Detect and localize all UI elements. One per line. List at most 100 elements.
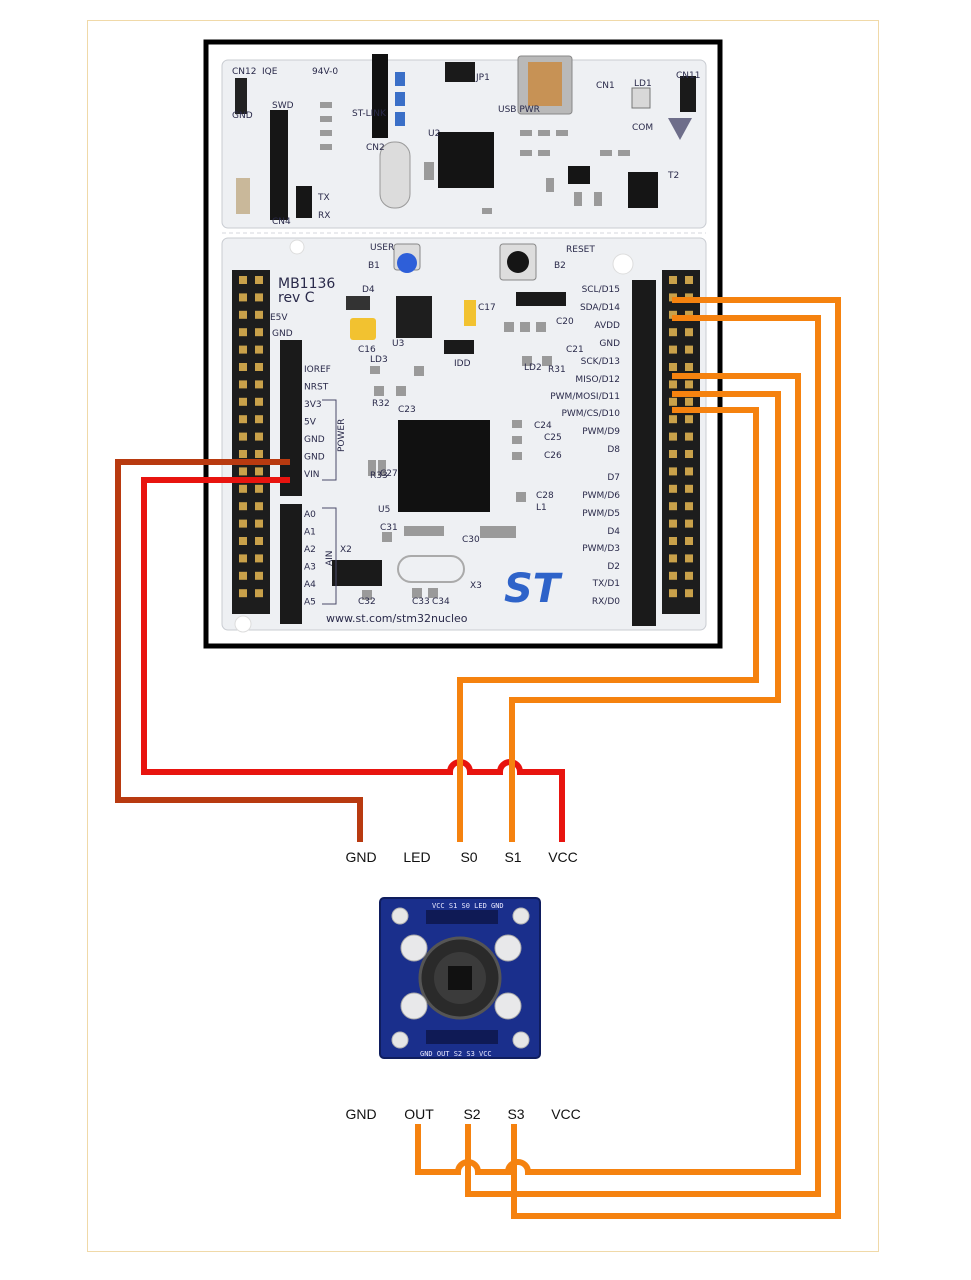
stlink-silk-label: IQE	[262, 67, 278, 77]
stlink-silk-label: 94V-0	[312, 67, 338, 77]
header-pin	[255, 310, 263, 319]
power-pin-label: NRST	[304, 383, 329, 393]
morpho-left-header	[232, 270, 270, 614]
digital-pin-label: D7	[607, 473, 620, 483]
header-pin	[669, 432, 677, 441]
digital-pin-label: PWM/D9	[582, 427, 620, 437]
stlink-silk-label: CN11	[676, 71, 700, 81]
header-pin	[685, 450, 693, 458]
header-pin	[685, 554, 693, 563]
header-pin	[255, 328, 263, 337]
header-pin	[669, 589, 677, 598]
header-pin	[669, 328, 677, 337]
mcu-silk-label: L1	[536, 503, 547, 513]
swd-header	[270, 110, 288, 220]
header-pin	[255, 450, 263, 458]
bottom-pin-vcc: VCC	[551, 1106, 581, 1122]
digital-pin-label: RX/D0	[592, 597, 620, 607]
digital-pin-label: GND	[599, 339, 620, 349]
header-pin	[685, 397, 693, 406]
digital-pin-label: SCK/D13	[581, 357, 620, 367]
mcu-silk-label: C31	[380, 523, 398, 533]
t2-chip	[628, 172, 658, 208]
power-pin-label: GND	[304, 435, 325, 445]
header-pin	[239, 276, 247, 284]
user-button-label: USER	[370, 243, 394, 253]
power-pin-label: VIN	[304, 470, 320, 480]
stlink-silk-label: GND	[232, 111, 253, 121]
power-pin-label: IOREF	[304, 365, 331, 375]
header-pin	[669, 345, 677, 354]
x3-crystal	[397, 555, 465, 583]
mcu-silk-label: C26	[544, 451, 562, 461]
mcu-silk-label: C27	[380, 469, 398, 479]
b2-label: B2	[554, 261, 566, 271]
header-pin	[239, 589, 247, 598]
analog-pin-label: A0	[304, 510, 316, 520]
header-pin	[239, 519, 247, 528]
analog-pin-label: A5	[304, 598, 316, 608]
mcu-silk-label: C34	[432, 597, 450, 607]
top-pin-vcc: VCC	[548, 849, 578, 865]
wire-s0	[457, 407, 759, 842]
sensor-top-silk: VCC S1 S0 LED GND	[432, 902, 504, 910]
header-pin	[685, 415, 693, 424]
digital-pin-label: PWM/D5	[582, 509, 620, 519]
jp1-header	[445, 62, 475, 82]
wire-s2	[465, 315, 821, 1197]
digital-pin-label: AVDD	[594, 321, 620, 331]
stlink-silk-label: CN4	[272, 217, 291, 227]
board-model: MB1136	[278, 276, 335, 292]
digital-pin-label: D4	[607, 527, 620, 537]
analog-pin-label: A3	[304, 563, 316, 573]
mcu-silk-label: C17	[478, 303, 496, 313]
mcu-silk-label: C20	[556, 317, 574, 327]
power-title: POWER	[337, 419, 347, 452]
header-pin	[685, 502, 693, 511]
header-pin	[255, 502, 263, 511]
header-pin	[669, 380, 677, 389]
ain-title: AIN	[325, 550, 335, 566]
header-pin	[255, 484, 263, 493]
header-pin	[239, 310, 247, 319]
header-pin	[685, 328, 693, 337]
digital-pin-label: SDA/D14	[580, 303, 620, 313]
header-pin	[239, 293, 247, 302]
mcu-silk-label: R33	[370, 471, 388, 481]
wire-vin	[141, 477, 565, 842]
header-pin	[255, 415, 263, 424]
mcu-silk-label: U5	[378, 505, 390, 515]
header-pin	[669, 450, 677, 458]
stlink-silk-label: T2	[667, 171, 679, 181]
stlink-silk-label: CN1	[596, 81, 615, 91]
mcu-silk-label: IDD	[454, 359, 471, 369]
nucleo-board: MB1136 rev C www.st.com/stm32nucleo ST U…	[203, 39, 723, 649]
header-pin	[669, 502, 677, 511]
mcu-silk-label: C21	[566, 345, 584, 355]
white-led	[400, 934, 428, 962]
header-pin	[239, 415, 247, 424]
mcu-chip	[398, 420, 490, 512]
header-pin	[239, 328, 247, 337]
header-pin	[255, 397, 263, 406]
header-pin	[669, 519, 677, 528]
stlink-silk-label: CN12	[232, 67, 256, 77]
arduino-right-header	[632, 280, 656, 626]
header-pin	[239, 502, 247, 511]
cn11-header	[680, 76, 696, 112]
header-pin	[239, 380, 247, 389]
header-pin	[239, 537, 247, 545]
power-pin-label: GND	[304, 453, 325, 463]
stlink-silk-label: ST-LINK	[352, 109, 387, 119]
stlink-silk-label: U2	[428, 129, 440, 139]
bottom-pin-s3: S3	[507, 1106, 524, 1122]
header-pin	[255, 589, 263, 598]
header-pin	[669, 415, 677, 424]
mount-hole	[612, 253, 634, 275]
header-pin	[685, 537, 693, 545]
mcu-silk-label: C16	[358, 345, 376, 355]
mcu-silk-label: C30	[462, 535, 480, 545]
board-url: www.st.com/stm32nucleo	[326, 612, 468, 625]
power-pin-label: 3V3	[304, 400, 322, 410]
wires	[115, 297, 841, 1219]
